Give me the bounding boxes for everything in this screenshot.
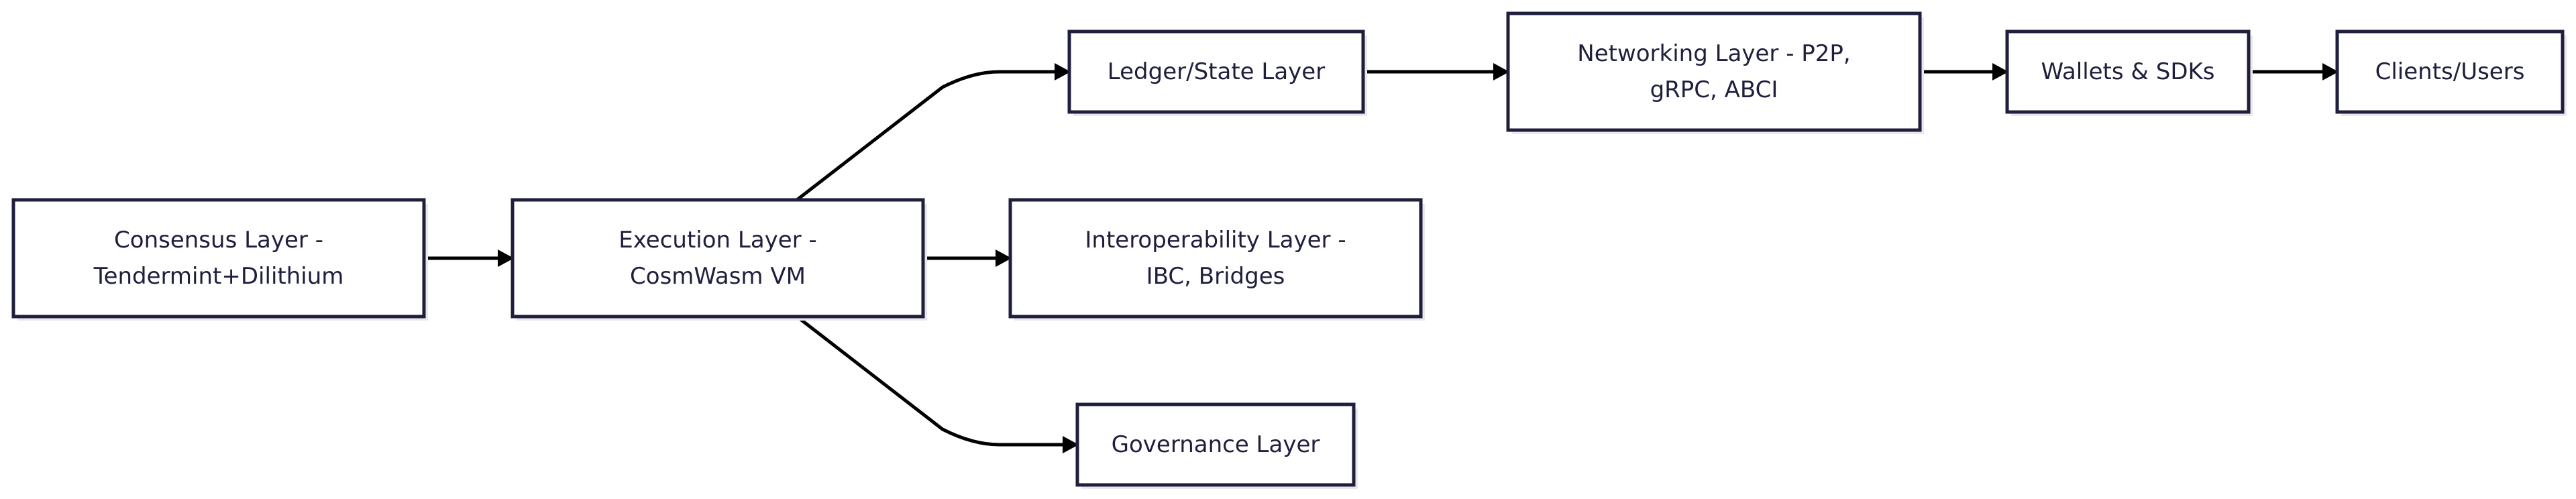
- node-wallets: Wallets & SDKs: [2005, 30, 2253, 116]
- node-execution: Execution Layer - CosmWasm VM: [511, 198, 927, 321]
- arrowhead: [1493, 63, 1509, 80]
- arrowhead: [996, 249, 1012, 267]
- node-label: Execution Layer -: [619, 227, 817, 254]
- edges-layer: [424, 63, 2339, 453]
- node-label: gRPC, ABCI: [1650, 76, 1778, 103]
- edge-ledger-to-networking: [1363, 63, 1509, 80]
- node-box: [1067, 30, 1365, 114]
- node-box: [2335, 30, 2565, 114]
- node-box: [511, 198, 925, 319]
- node-label: Consensus Layer -: [114, 227, 323, 254]
- node-box: [1075, 402, 1356, 487]
- arrowhead: [1055, 63, 1071, 80]
- node-box: [2005, 30, 2251, 114]
- node-label: CosmWasm VM: [630, 263, 806, 290]
- node-consensus: Consensus Layer - Tendermint+Dilithium: [11, 198, 428, 321]
- node-ledger: Ledger/State Layer: [1067, 30, 1367, 116]
- node-box: [1008, 198, 1423, 319]
- node-box: [11, 198, 426, 319]
- node-label: Wallets & SDKs: [2041, 58, 2214, 85]
- node-label: Interoperability Layer -: [1085, 227, 1346, 254]
- node-governance: Governance Layer: [1075, 402, 1358, 489]
- node-label: Tendermint+Dilithium: [93, 263, 344, 290]
- node-interop: Interoperability Layer - IBC, Bridges: [1008, 198, 1425, 321]
- edge-networking-to-wallets: [1920, 63, 2008, 80]
- node-networking: Networking Layer - P2P, gRPC, ABCI: [1506, 11, 1924, 134]
- edge-line: [796, 315, 1063, 447]
- node-label: IBC, Bridges: [1146, 263, 1285, 290]
- node-box: [1506, 11, 1922, 132]
- node-label: Governance Layer: [1112, 431, 1320, 458]
- edge-wallets-to-clients: [2249, 63, 2339, 80]
- node-label: Networking Layer - P2P,: [1577, 40, 1850, 67]
- arrowhead: [1063, 436, 1079, 453]
- node-clients: Clients/Users: [2335, 30, 2567, 116]
- arrowhead: [498, 249, 514, 267]
- edge-execution-to-interop: [923, 249, 1012, 267]
- node-label: Clients/Users: [2375, 58, 2525, 85]
- edge-line: [796, 70, 1055, 201]
- arrowhead: [2322, 63, 2339, 80]
- node-label: Ledger/State Layer: [1108, 58, 1325, 85]
- edge-execution-to-ledger: [796, 63, 1071, 201]
- arrowhead: [1992, 63, 2008, 80]
- edge-consensus-to-execution: [424, 249, 514, 267]
- nodes-layer: Consensus Layer - Tendermint+Dilithium Exe…: [11, 11, 2567, 489]
- edge-execution-to-governance: [796, 315, 1079, 453]
